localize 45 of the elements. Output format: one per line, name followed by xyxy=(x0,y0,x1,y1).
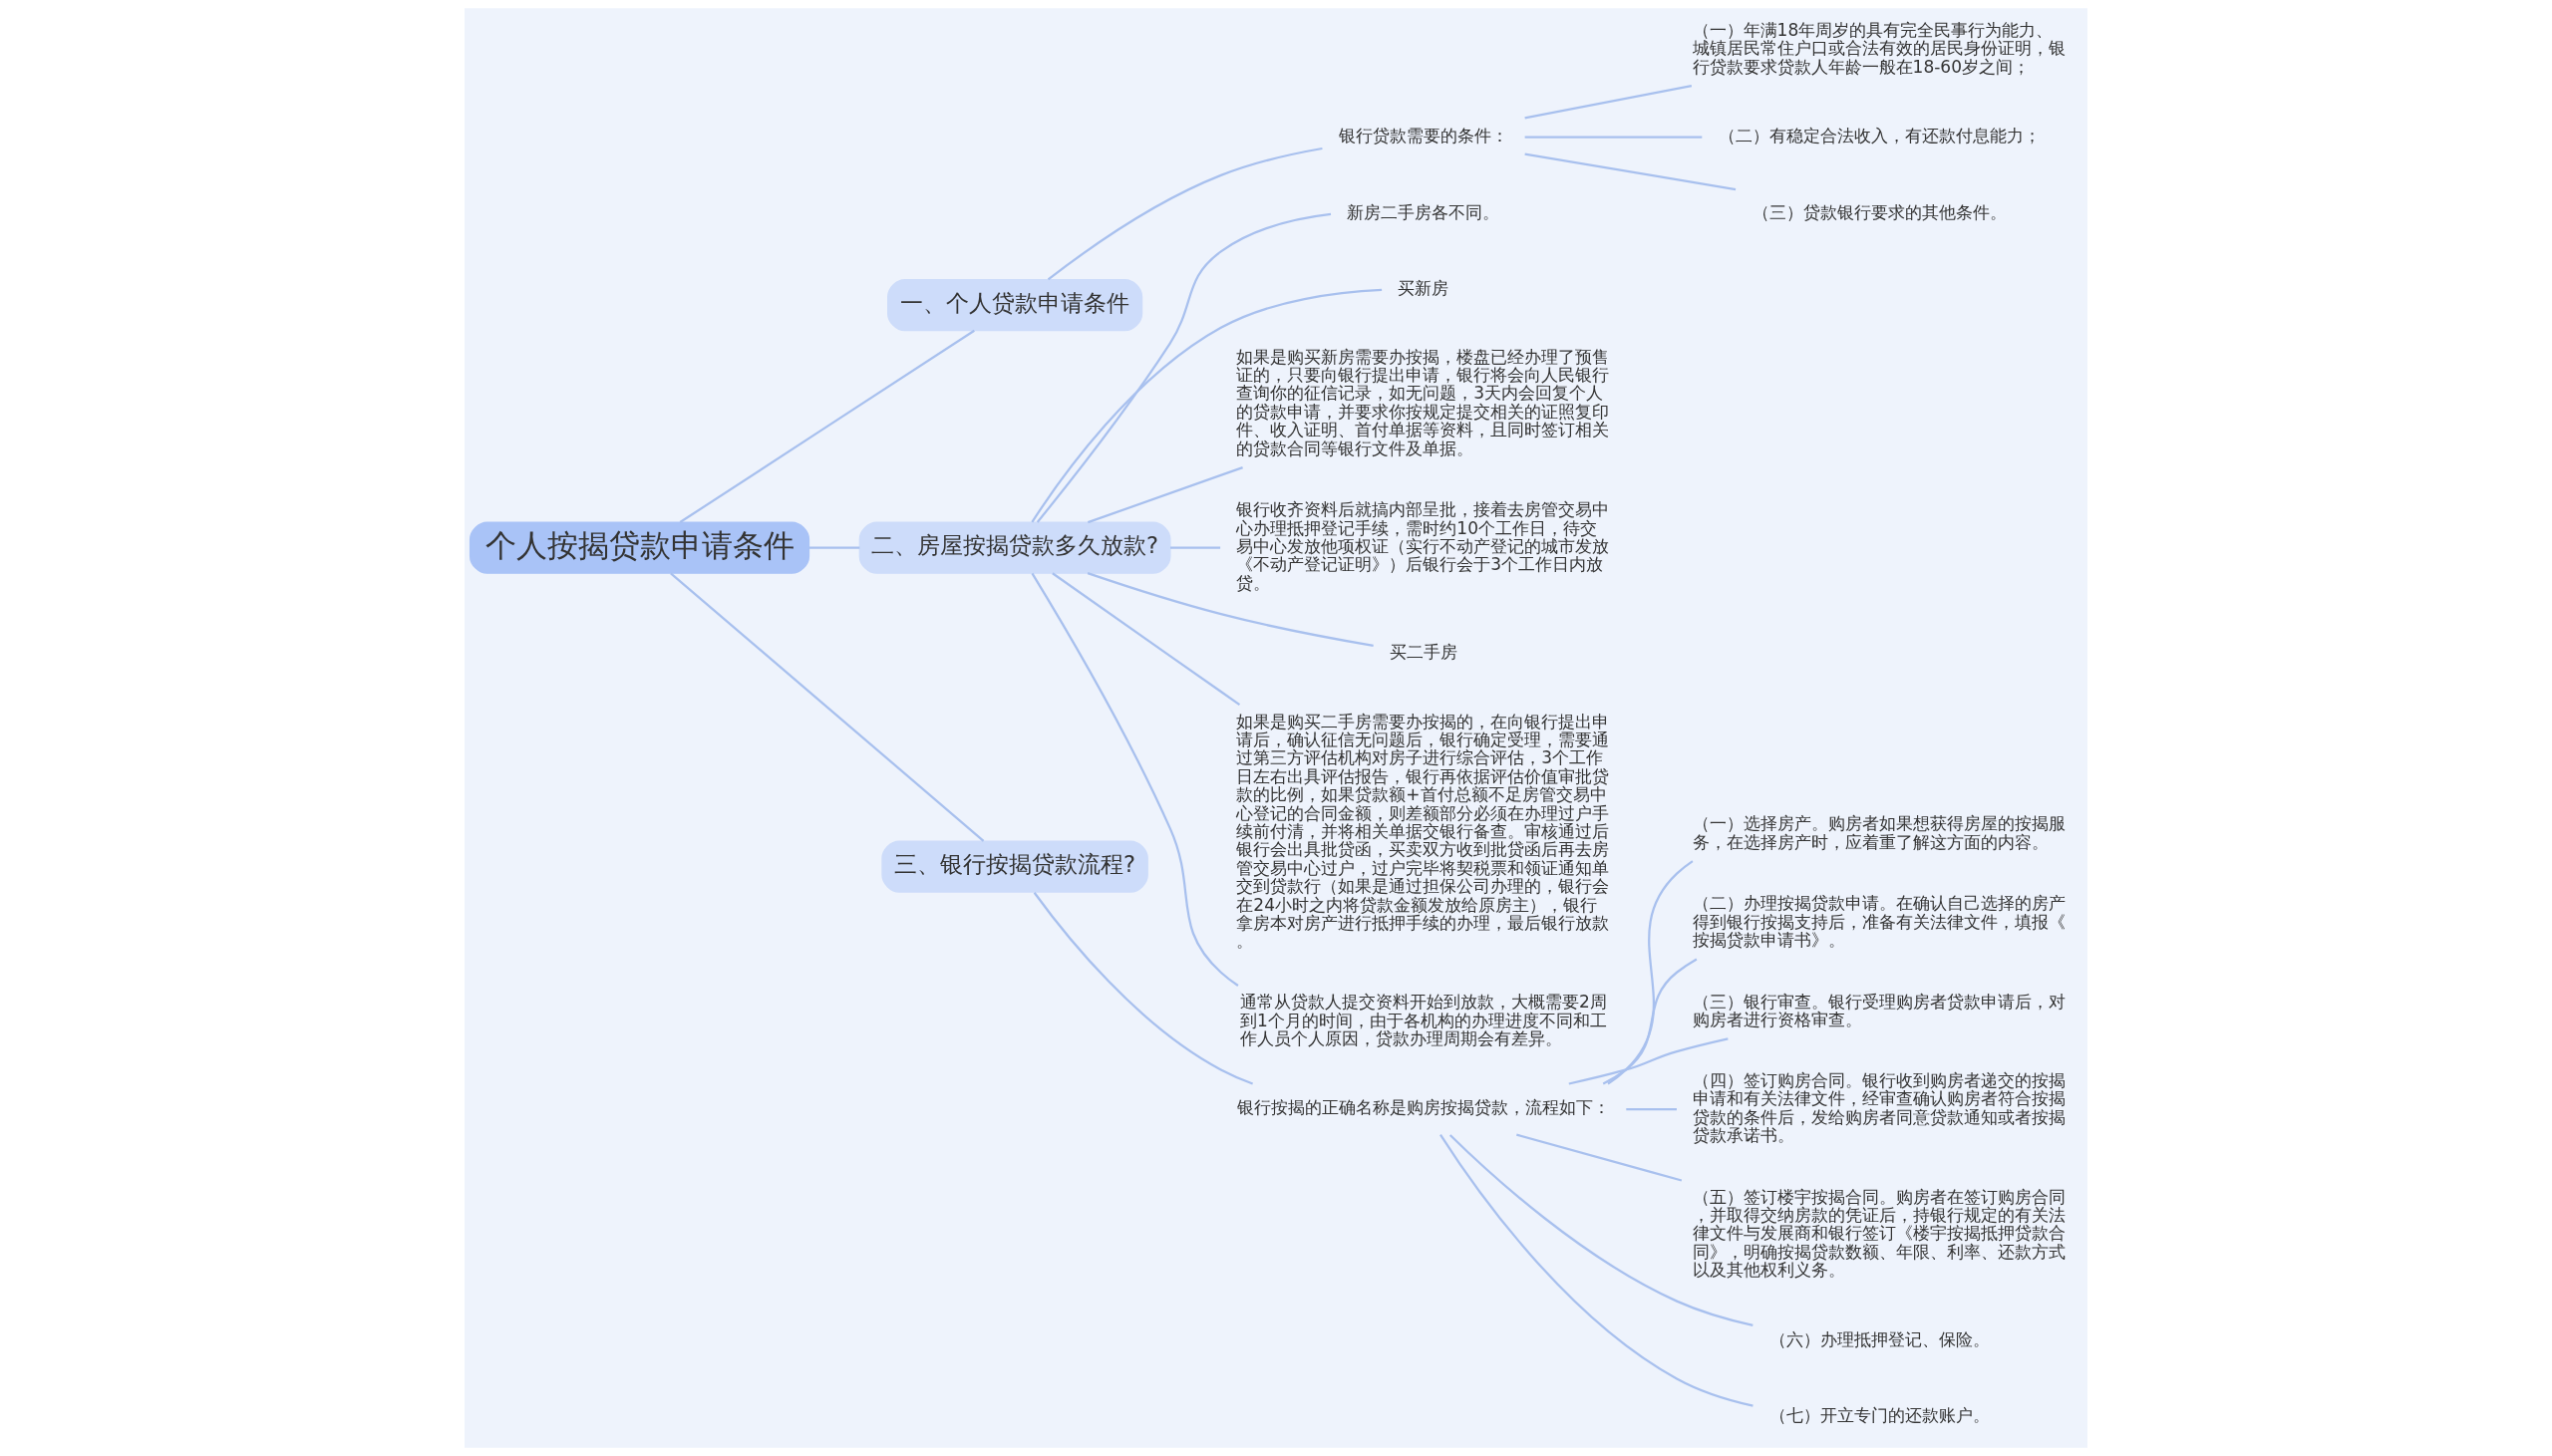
node-box: 个人按揭贷款申请条件 xyxy=(469,521,810,574)
connector xyxy=(1087,572,1374,648)
connector xyxy=(1052,572,1241,707)
node-text: （二）办理按揭贷款申请。在确认自己选择的房产得到银行按揭支持后，准备有关法律文件，填报《按揭贷款申请书》。 xyxy=(1692,893,2066,951)
connector xyxy=(1524,84,1693,120)
node-text: 新房二手房各不同。 xyxy=(1347,201,1500,222)
connector xyxy=(808,546,860,549)
connector xyxy=(1607,860,1694,1085)
connector xyxy=(1036,212,1332,523)
node-text: （一）年满18年周岁的具有完全民事行为能力、城镇居民常住户口或合法有效的居民身份证明，银行贷款要求贷款人年龄一般在18-60岁之间； xyxy=(1692,19,2066,77)
connector xyxy=(679,329,975,523)
node-text: 银行贷款需要的条件： xyxy=(1338,126,1508,146)
node-text: （三）贷款银行要求的其他条件。 xyxy=(1752,201,2007,222)
node-text: 如果是购买新房需要办按揭，楼盘已经办理了预售证的，只要向银行提出申请，银行将会向人民银行查询你的征信记录，如无问题，3天内会回复个人的贷款申请，并要求你按规定提交相关的证照复印件、收入证明、首付单据等资料，且同时签订相关的贷款合同等银行文件及单据。 xyxy=(1236,346,1610,458)
connector xyxy=(670,572,985,842)
connector xyxy=(1031,572,1239,987)
connector xyxy=(1524,152,1737,191)
node-text: （三）银行审查。银行受理购房者贷款申请后，对购房者进行资格审查。 xyxy=(1692,991,2066,1029)
connector xyxy=(1602,958,1698,1085)
node-text: （六）办理抵押登记、保险。 xyxy=(1768,1328,1990,1349)
connector xyxy=(1448,1134,1754,1326)
connector xyxy=(1047,146,1323,281)
node-text: 如果是购买二手房需要办按揭的，在向银行提出申请后，确认征信无问题后，银行确定受理，需要通过第三方评估机构对房子进行综合评估，3个工作日左右出具评估报告，银行再依据评估价值审批贷款的比例，如果贷款额+首付总额不足房管交易中心登记的合同金额，则差额部分必须在办理过户手续前付清，并将相关单据交银行备查。审核通过后银行会出具批贷函，买卖双方收到批贷函后再去房管交易中心过户，过户完毕将契税票和领证通知单交到贷款行（如果是通过担保公司办理的，银行会在24小时之内将贷款金额发放给原房主），银行拿房本对房产进行抵押手续的办理，最后银行放款。 xyxy=(1236,711,1610,952)
node-box: 二、房屋按揭贷款多久放款? xyxy=(858,521,1171,574)
node-text: （七）开立专门的还款账户。 xyxy=(1768,1405,1990,1426)
node-text: 买新房 xyxy=(1398,277,1449,298)
connector xyxy=(1169,546,1221,549)
node-box: 一、个人贷款申请条件 xyxy=(887,278,1143,332)
connector xyxy=(1516,1133,1683,1182)
connector xyxy=(1524,136,1703,139)
node-text: 银行按揭的正确名称是购房按揭贷款，流程如下： xyxy=(1236,1097,1610,1118)
connector xyxy=(1033,892,1254,1085)
node-text: 买二手房 xyxy=(1389,642,1457,663)
node-text: （四）签订购房合同。银行收到购房者递交的按揭申请和有关法律文件，经审查确认购房者符合按揭贷款的条件后，发给购房者同意贷款通知或者按揭贷款承诺书。 xyxy=(1692,1069,2066,1146)
node-text: （五）签订楼宇按揭合同。购房者在签订购房合同，并取得交纳房款的凭证后，持银行规定的有关法律文件与发展商和银行签订《楼宇按揭抵押贷款合同》，明确按揭贷款数额、年限、利率、还款方式以及其他权利义务。 xyxy=(1692,1186,2066,1281)
node-text: （一）选择房产。购房者如果想获得房屋的按揭服务，在选择房产时，应着重了解这方面的内容。 xyxy=(1692,813,2066,852)
node-text: 银行收齐资料后就搞内部呈批，接着去房管交易中心办理抵押登记手续，需时约10个工作日，待交易中心发放他项权证（实行不动产登记的城市发放《不动产登记证明》）后银行会于3个工作日内放贷。 xyxy=(1236,499,1610,593)
connector xyxy=(1626,1107,1677,1111)
node-box: 三、银行按揭贷款流程? xyxy=(881,840,1148,893)
connector xyxy=(1031,288,1383,523)
connector xyxy=(1087,466,1243,524)
node-text: 通常从贷款人提交资料开始到放款，大概需要2周到1个月的时间，由于各机构的办理进度不同和工作人员个人原因，贷款办理周期会有差异。 xyxy=(1239,992,1607,1049)
connector xyxy=(1568,1037,1729,1085)
connector xyxy=(1439,1133,1754,1407)
node-text: （二）有稳定合法收入，有还款付息能力； xyxy=(1718,126,2041,146)
